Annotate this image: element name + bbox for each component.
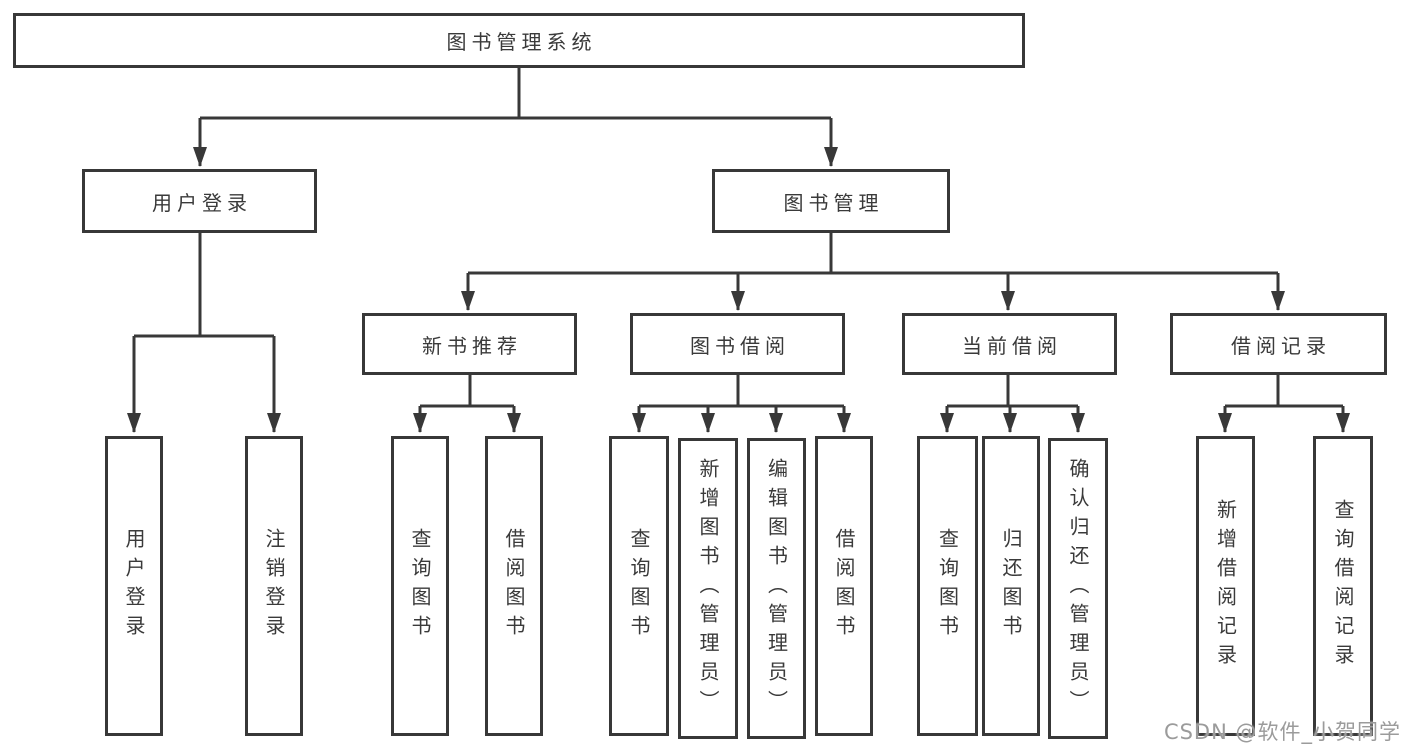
leaf-add-borrow-record: 新增借阅记录 — [1196, 436, 1255, 736]
leaf-query-borrow-record: 查询借阅记录 — [1313, 436, 1373, 736]
leaf-add-book-admin-label: 新增图书（管理员） — [696, 458, 720, 719]
node-new-book-recommendation: 新书推荐 — [362, 313, 577, 375]
leaf-current-query-book: 查询图书 — [917, 436, 978, 736]
connector-segments — [127, 68, 1350, 433]
leaf-borrow-borrow-book: 借阅图书 — [815, 436, 873, 736]
leaf-current-query-book-label: 查询图书 — [935, 528, 960, 644]
leaf-add-book-admin: 新增图书（管理员） — [678, 438, 738, 739]
node-borrowing-records: 借阅记录 — [1170, 313, 1387, 375]
leaf-user-login-label: 用户登录 — [122, 528, 146, 644]
leaf-query-borrow-record-label: 查询借阅记录 — [1331, 499, 1355, 673]
node-book-management: 图书管理 — [712, 169, 950, 233]
watermark: CSDN @软件_小贺同学 — [1163, 720, 1401, 744]
leaf-return-book-label: 归还图书 — [999, 528, 1023, 644]
leaf-user-login: 用户登录 — [105, 436, 163, 736]
leaf-recommend-query-book-label: 查询图书 — [408, 528, 432, 644]
leaf-logout: 注销登录 — [245, 436, 303, 736]
leaf-recommend-borrow-book-label: 借阅图书 — [502, 528, 526, 644]
leaf-borrow-borrow-book-label: 借阅图书 — [832, 528, 856, 644]
node-library-management-system: 图书管理系统 — [13, 13, 1025, 68]
leaf-add-borrow-record-label: 新增借阅记录 — [1213, 499, 1238, 673]
leaf-edit-book-admin: 编辑图书（管理员） — [747, 438, 806, 739]
leaf-logout-label: 注销登录 — [262, 528, 286, 644]
node-current-borrowing: 当前借阅 — [902, 313, 1117, 375]
leaf-return-book: 归还图书 — [982, 436, 1040, 736]
leaf-recommend-query-book: 查询图书 — [391, 436, 449, 736]
node-book-borrowing: 图书借阅 — [630, 313, 845, 375]
leaf-borrow-query-book-label: 查询图书 — [627, 528, 651, 644]
node-user-login: 用户登录 — [82, 169, 317, 233]
leaf-borrow-query-book: 查询图书 — [609, 436, 669, 736]
leaf-recommend-borrow-book: 借阅图书 — [485, 436, 543, 736]
leaf-edit-book-admin-label: 编辑图书（管理员） — [764, 458, 789, 719]
leaf-confirm-return-admin: 确认归还（管理员） — [1048, 438, 1108, 739]
leaf-confirm-return-admin-label: 确认归还（管理员） — [1066, 458, 1090, 719]
